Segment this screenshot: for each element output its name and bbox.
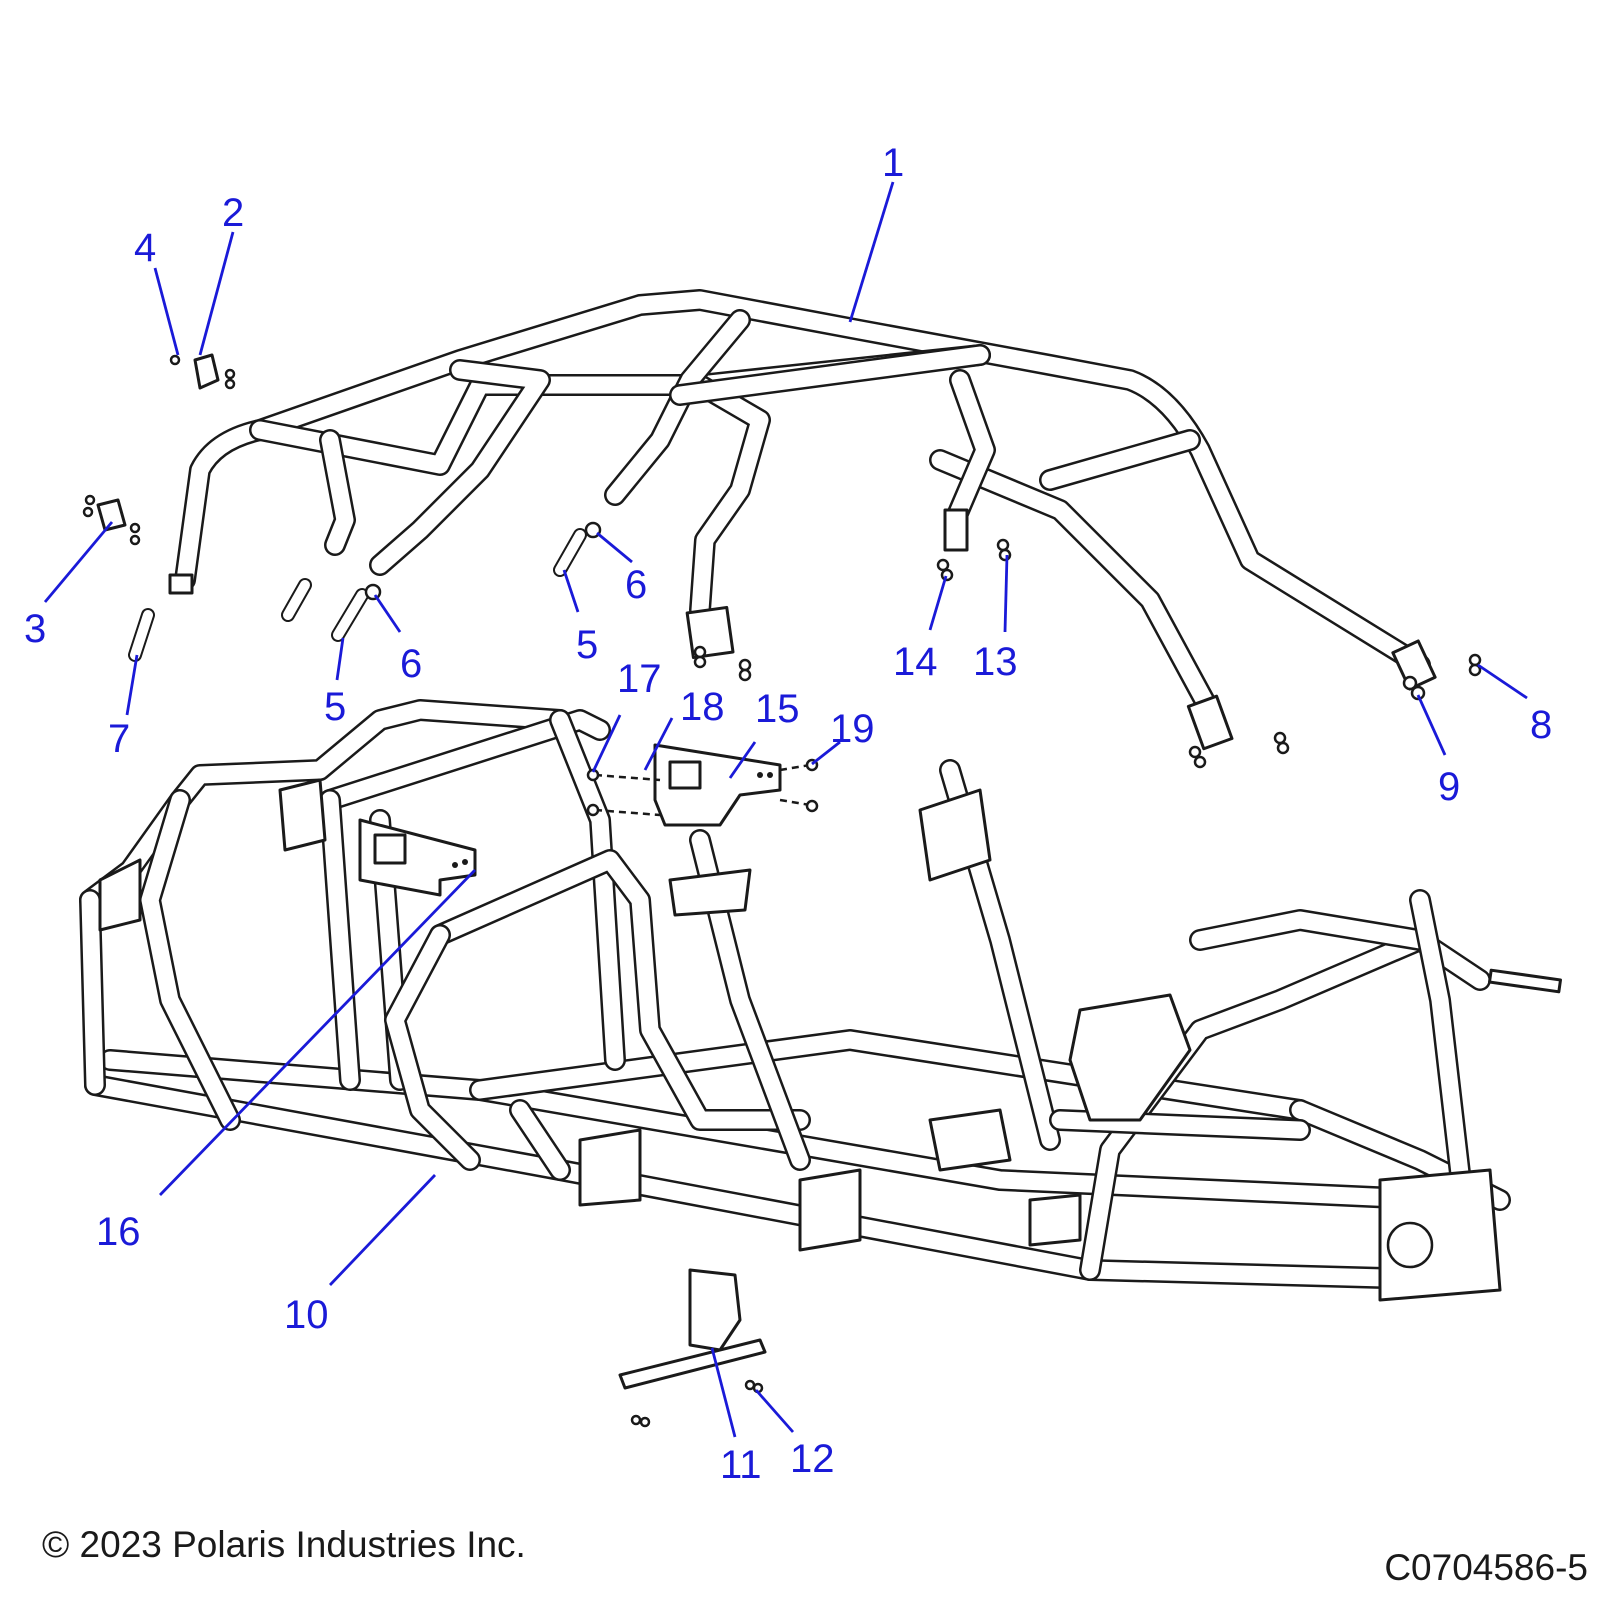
callout-5a: 5 [324, 685, 346, 729]
callout-19: 19 [830, 707, 875, 751]
callout-14: 14 [893, 640, 938, 684]
callout-10: 10 [284, 1293, 329, 1337]
callout-15: 15 [755, 687, 800, 731]
callout-9: 9 [1438, 765, 1460, 809]
callout-6b: 6 [625, 563, 647, 607]
callout-labels: 1 2 3 4 5 5 6 6 7 8 9 10 11 12 13 14 15 … [24, 141, 1552, 1487]
figure-id: C0704586-5 [1384, 1547, 1588, 1588]
callout-13: 13 [973, 640, 1018, 684]
callout-6a: 6 [400, 642, 422, 686]
callout-7: 7 [108, 717, 130, 761]
callout-12: 12 [790, 1437, 835, 1481]
copyright-notice: © 2023 Polaris Industries Inc. [42, 1524, 526, 1565]
roll-cage [168, 289, 1437, 751]
brace-plate-assembly [586, 743, 819, 827]
callout-18: 18 [680, 685, 725, 729]
callout-17: 17 [617, 657, 662, 701]
callout-8: 8 [1530, 703, 1552, 747]
callout-5b: 5 [576, 623, 598, 667]
callout-2: 2 [222, 191, 244, 235]
main-frame [79, 699, 1562, 1302]
callout-11: 11 [720, 1443, 762, 1487]
callout-3: 3 [24, 607, 46, 651]
callout-16: 16 [96, 1210, 141, 1254]
dash-plate [358, 818, 477, 897]
hardware [82, 353, 1482, 1428]
callout-1: 1 [882, 141, 904, 185]
leader-lines [43, 181, 1528, 1438]
callout-4: 4 [134, 226, 156, 270]
